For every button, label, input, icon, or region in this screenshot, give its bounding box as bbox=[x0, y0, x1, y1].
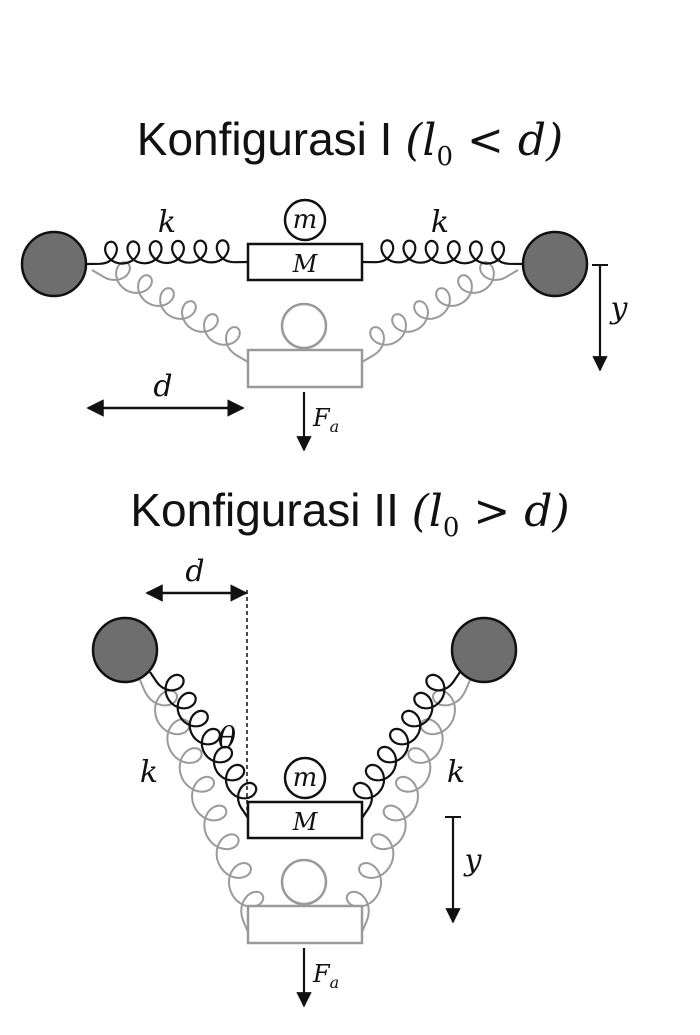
config2-spring-label-right: k bbox=[447, 755, 465, 790]
config1-title-condition: (l0 < d) bbox=[405, 115, 564, 172]
config1-big-mass-label: M bbox=[292, 250, 319, 278]
config2-big-mass-label: M bbox=[292, 808, 319, 836]
config2-diagram: M m k k θ d y Fa bbox=[91, 554, 518, 1008]
config2-small-mass bbox=[283, 756, 327, 800]
config2-distance-label: d bbox=[185, 554, 204, 589]
config1-y-label: y bbox=[609, 291, 629, 326]
config2-spring-label-left: k bbox=[140, 755, 158, 790]
config1-anchor-left bbox=[20, 230, 88, 298]
config2-angle-label: θ bbox=[218, 721, 236, 756]
config1-anchor-right bbox=[521, 230, 589, 298]
config1-big-mass bbox=[246, 242, 364, 282]
config2-force-label: Fa bbox=[312, 960, 339, 992]
config2-ghost-big-mass bbox=[246, 904, 364, 945]
config1-title-text: Konfigurasi I bbox=[136, 113, 393, 165]
config1-ghost-spring-left bbox=[91, 261, 249, 363]
config2-title: Konfigurasi II (l0 > d) bbox=[0, 483, 700, 543]
config1-force-label: Fa bbox=[312, 404, 339, 436]
config1-ghost-small-mass bbox=[280, 302, 328, 350]
config2-spring-right bbox=[352, 671, 461, 819]
config2-anchor-left bbox=[91, 616, 159, 684]
config2-small-mass-label: m bbox=[293, 763, 318, 793]
config2-title-text: Konfigurasi II bbox=[130, 484, 399, 536]
config1-diagram: M m k k d y Fa bbox=[20, 198, 629, 452]
config2-spring-left bbox=[149, 671, 258, 819]
config1-ghost-spring-right bbox=[361, 261, 519, 363]
config1-ghost-big-mass bbox=[246, 348, 364, 389]
config1-spring-label-right: k bbox=[431, 205, 449, 240]
config2-big-mass bbox=[246, 800, 364, 840]
config2-title-condition: (l0 > d) bbox=[411, 486, 570, 543]
config2-y-label: y bbox=[463, 843, 483, 878]
config2-ghost-spring-left bbox=[139, 679, 265, 933]
config1-distance-label: d bbox=[153, 369, 172, 404]
config1-small-mass bbox=[283, 198, 327, 242]
config1-small-mass-label: m bbox=[293, 205, 318, 235]
config2-ghost-spring-right bbox=[345, 679, 471, 933]
config2-anchor-right bbox=[450, 616, 518, 684]
config1-spring-label-left: k bbox=[158, 205, 176, 240]
config1-spring-left bbox=[85, 239, 249, 266]
config2-ghost-small-mass bbox=[280, 858, 328, 906]
config1-spring-right bbox=[361, 239, 524, 266]
config1-title: Konfigurasi I (l0 < d) bbox=[0, 112, 700, 172]
